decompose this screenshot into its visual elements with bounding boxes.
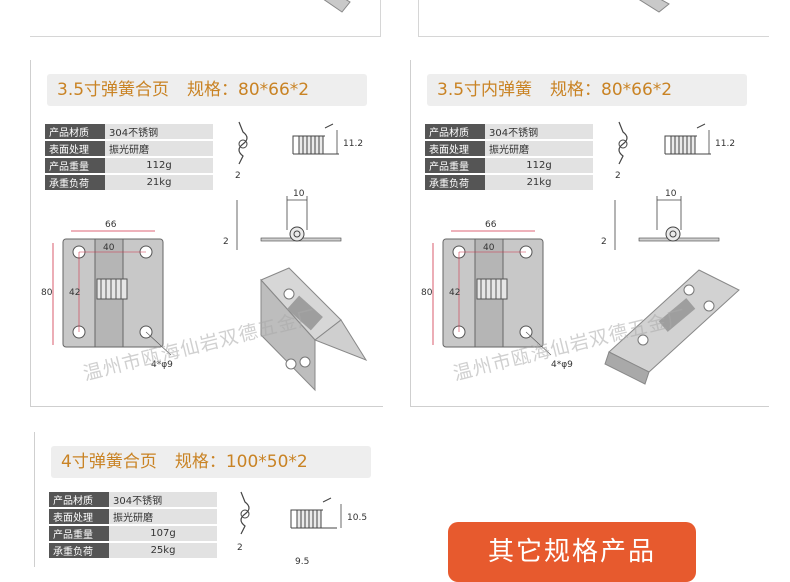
spec-value: 304不锈钢: [109, 492, 217, 507]
spring-top-drawing: 11.2: [664, 123, 735, 155]
dim-knuckle: 9.5: [295, 557, 309, 567]
dim-side: 2: [601, 237, 607, 247]
spec-label: 产品材质: [45, 124, 105, 139]
spec-label: 表面处理: [425, 141, 485, 156]
product-spec: 规格：80*66*2: [550, 80, 673, 100]
hinge-photo: [260, 267, 368, 392]
spec-label: 产品材质: [425, 124, 485, 139]
spec-label: 产品材质: [49, 492, 109, 507]
product-title: 3.5寸内弹簧: [437, 80, 533, 100]
spec-value: 304不锈钢: [105, 124, 213, 139]
spring-side-drawing: 2: [235, 121, 248, 181]
spec-value: 304不锈钢: [485, 124, 593, 139]
product-title-bar: 3.5寸内弹簧规格：80*66*2: [427, 74, 747, 106]
dim-knuckle: 10: [665, 189, 677, 199]
spring-top-drawing: 10.5 9.5: [290, 497, 367, 567]
dim-inner-height: 42: [69, 288, 80, 298]
spec-label: 表面处理: [45, 141, 105, 156]
product-spec: 规格：80*66*2: [187, 80, 310, 100]
spec-value: 21kg: [105, 175, 213, 190]
dim-inner-height: 42: [449, 288, 460, 298]
product-card-top-right: [418, 0, 769, 37]
product-title-bar: 3.5寸弹簧合页规格：80*66*2: [47, 74, 367, 106]
spec-label: 产品重量: [45, 158, 105, 173]
spec-row: 表面处理振光研磨: [49, 509, 217, 524]
spring-top-drawing: 11.2: [292, 123, 363, 155]
product-spec: 规格：100*50*2: [174, 452, 308, 472]
spec-value: 21kg: [485, 175, 593, 190]
hinge-photo: [604, 269, 740, 385]
spec-label: 产品重量: [425, 158, 485, 173]
product-card-top-left: [30, 0, 381, 37]
dim-knuckle: 10: [293, 189, 305, 199]
dim-hole: 4*φ9: [551, 360, 573, 370]
dim-height: 80: [421, 288, 433, 298]
dim-width: 66: [485, 220, 497, 230]
dim-side: 2: [223, 237, 229, 247]
spec-label: 表面处理: [49, 509, 109, 524]
hinge-image-partial: [323, 0, 351, 13]
dim-width: 66: [105, 220, 117, 230]
hinge-image-partial: [638, 0, 670, 13]
dim-thickness: 2: [237, 543, 243, 553]
dim-coil: 11.2: [715, 139, 735, 149]
dim-thickness: 2: [615, 171, 621, 181]
hinge-front-drawing: 66 80 40 42 4*φ9: [41, 220, 173, 370]
dim-inner-width: 40: [483, 243, 495, 253]
spring-side-drawing: 2: [615, 121, 628, 181]
dim-hole: 4*φ9: [151, 360, 173, 370]
spec-label: 产品重量: [49, 526, 109, 541]
spec-value: 振光研磨: [485, 141, 593, 156]
other-specs-button[interactable]: 其它规格产品: [448, 522, 696, 582]
dim-inner-width: 40: [103, 243, 115, 253]
spec-value: 振光研磨: [109, 509, 217, 524]
spec-value: 25kg: [109, 543, 217, 558]
spec-label: 承重负荷: [425, 175, 485, 190]
spec-value: 112g: [485, 158, 593, 173]
dim-coil: 10.5: [347, 513, 367, 523]
spec-row: 表面处理振光研磨: [425, 141, 593, 156]
spring-side-drawing: 2: [237, 491, 250, 553]
hinge-profile-drawing: 10 2: [223, 189, 342, 250]
dim-height: 80: [41, 288, 53, 298]
spec-value: 107g: [109, 526, 217, 541]
spec-label: 承重负荷: [49, 543, 109, 558]
spec-value: 112g: [105, 158, 213, 173]
hinge-front-drawing: 66 80 40 42 4*φ9: [421, 220, 573, 370]
dim-thickness: 2: [235, 171, 241, 181]
dim-coil: 11.2: [343, 139, 363, 149]
hinge-profile-drawing: 10 2: [601, 189, 720, 250]
spec-row: 表面处理振光研磨: [45, 141, 213, 156]
product-title: 4寸弹簧合页: [61, 452, 157, 472]
product-title: 3.5寸弹簧合页: [57, 80, 170, 100]
spec-value: 振光研磨: [105, 141, 213, 156]
product-title-bar: 4寸弹簧合页规格：100*50*2: [51, 446, 371, 478]
spec-label: 承重负荷: [45, 175, 105, 190]
